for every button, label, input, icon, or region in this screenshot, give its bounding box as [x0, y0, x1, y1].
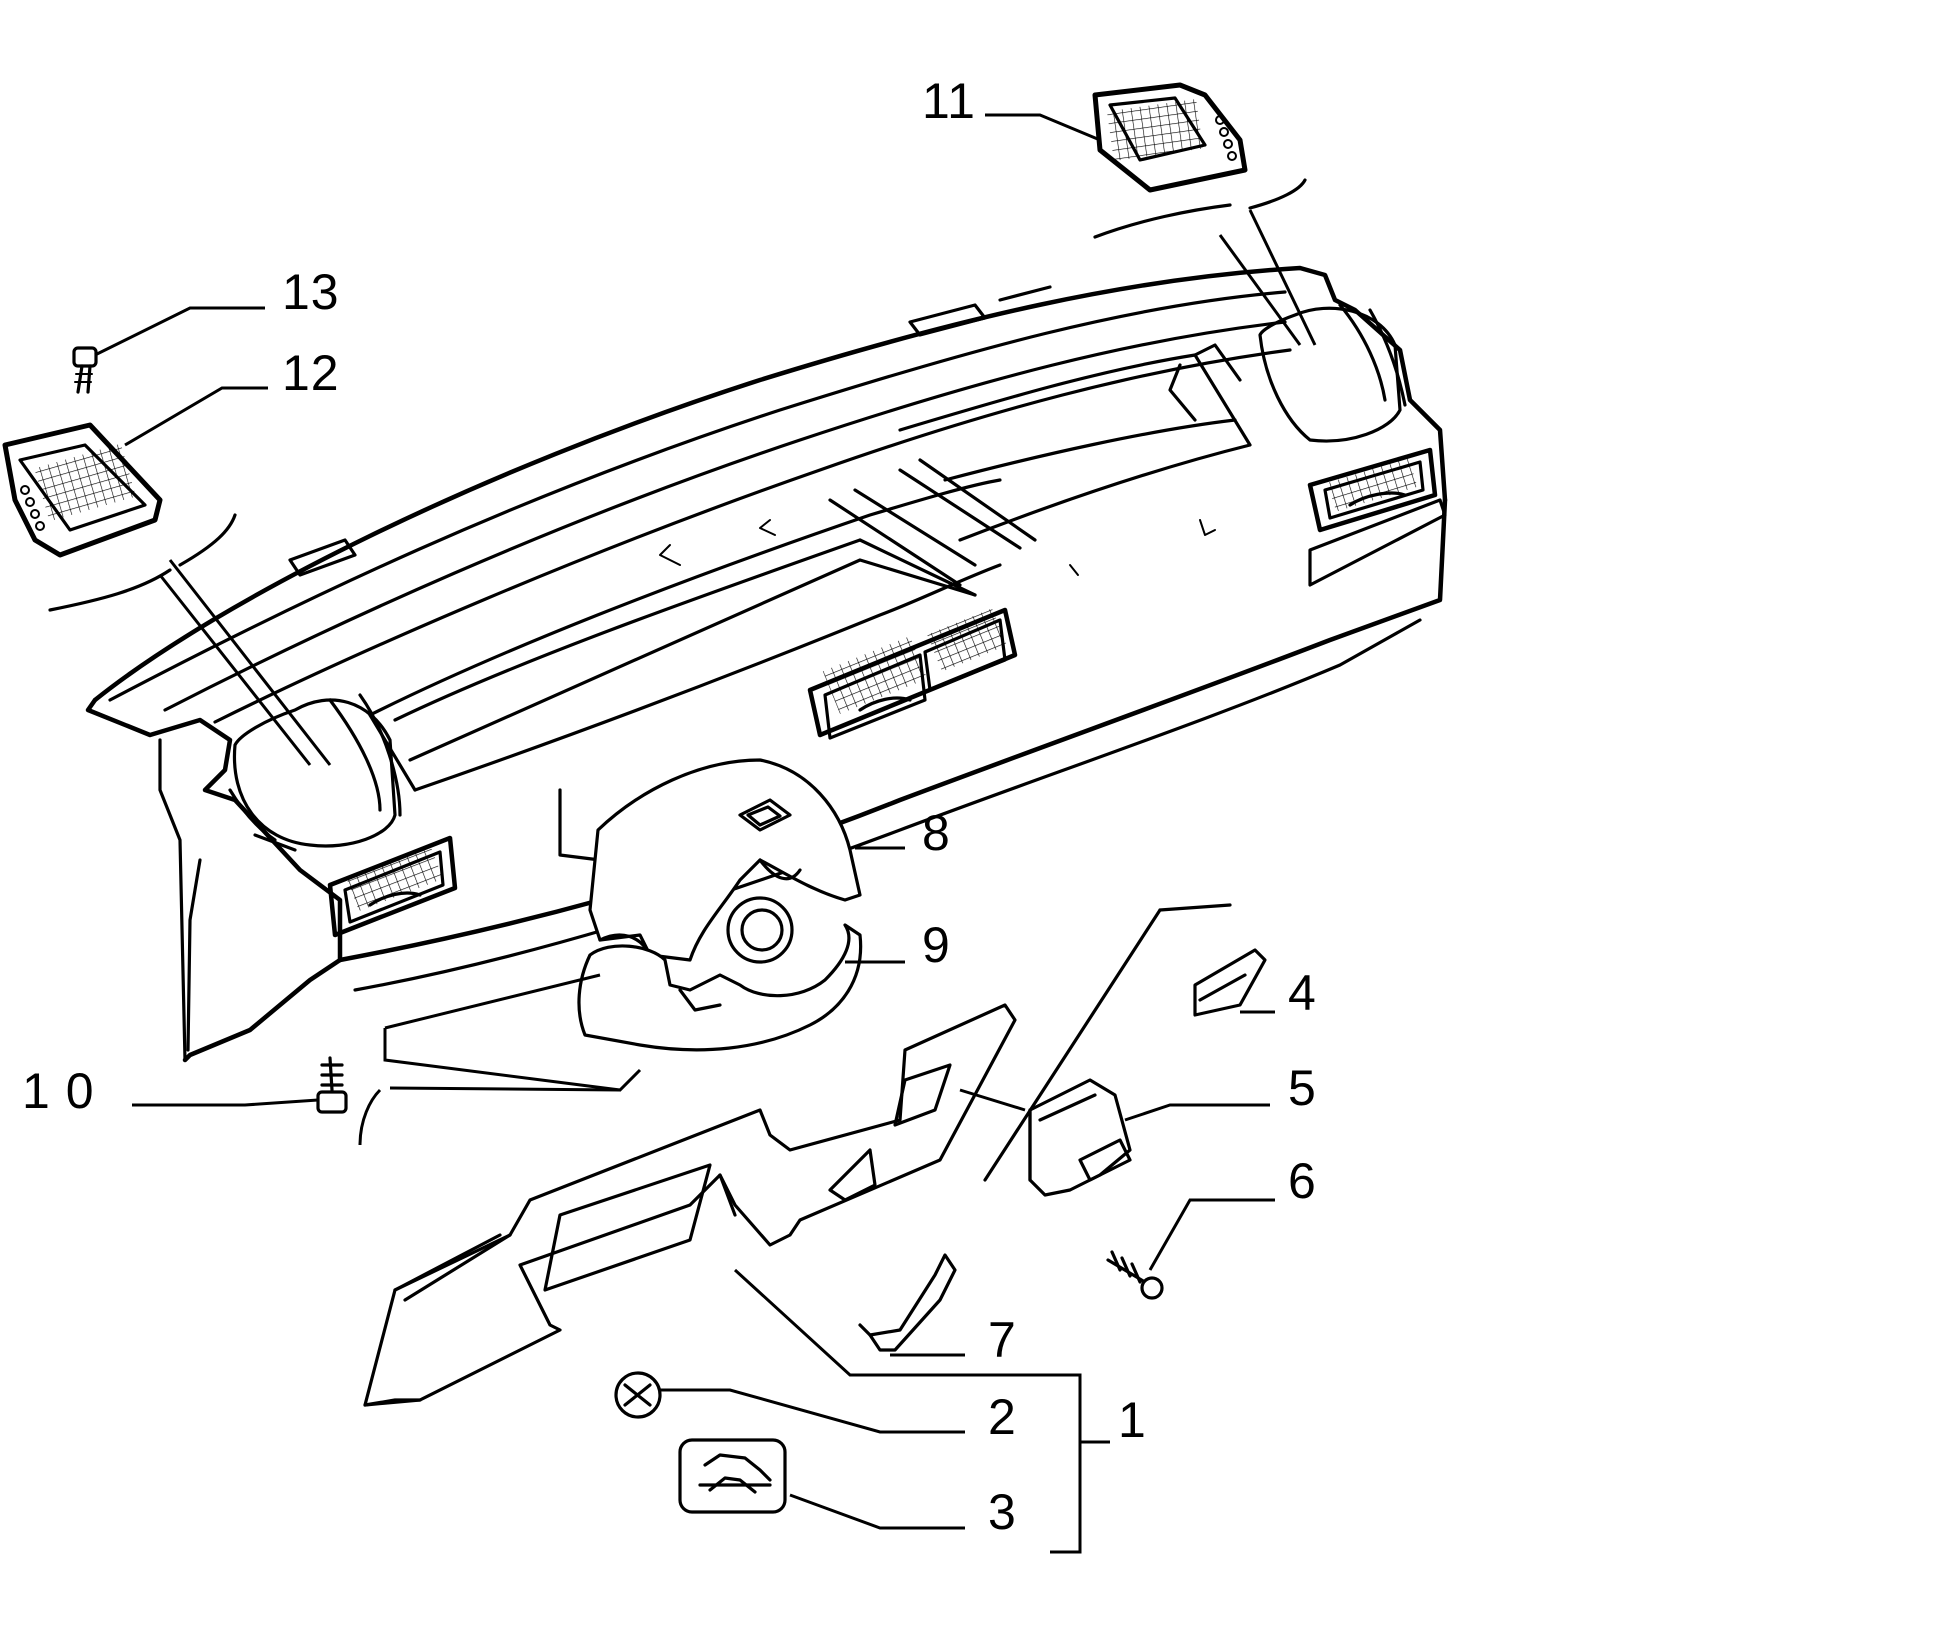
left-speaker-grille [2, 422, 163, 558]
callout-12: 12 [282, 345, 340, 401]
center-air-vents [807, 607, 1018, 740]
callout-1: 1 [1118, 1392, 1147, 1448]
callout-7: 7 [988, 1312, 1017, 1368]
lower-trim-panel [363, 1003, 1017, 1407]
right-speaker-grille [1092, 82, 1248, 193]
dashboard-panel [85, 265, 1448, 1063]
hood-release-handle [678, 1438, 787, 1514]
right-air-vent [1307, 447, 1447, 587]
screw-10 [316, 1056, 348, 1114]
screw-13 [72, 346, 98, 394]
clip-cover [1193, 948, 1267, 1017]
steering-column-lower-shroud [577, 896, 863, 1052]
callout-10: 1 0 [22, 1063, 95, 1119]
callout-4: 4 [1288, 965, 1317, 1021]
callout-8: 8 [922, 805, 951, 861]
steering-column-upper-shroud [588, 758, 862, 962]
callout-2: 2 [988, 1389, 1017, 1445]
leader-lines [48, 113, 1317, 1554]
left-air-vent [327, 835, 458, 938]
bracket [858, 1253, 957, 1352]
callout-11: 11 [922, 73, 976, 129]
latch-housing [983, 903, 1232, 1197]
callout-13: 13 [282, 264, 340, 320]
screw [1106, 1250, 1164, 1300]
callout-9: 9 [922, 917, 951, 973]
round-clip [614, 1371, 662, 1419]
callout-6: 6 [1288, 1153, 1317, 1209]
callout-3: 3 [988, 1484, 1017, 1540]
callout-5: 5 [1288, 1060, 1317, 1116]
